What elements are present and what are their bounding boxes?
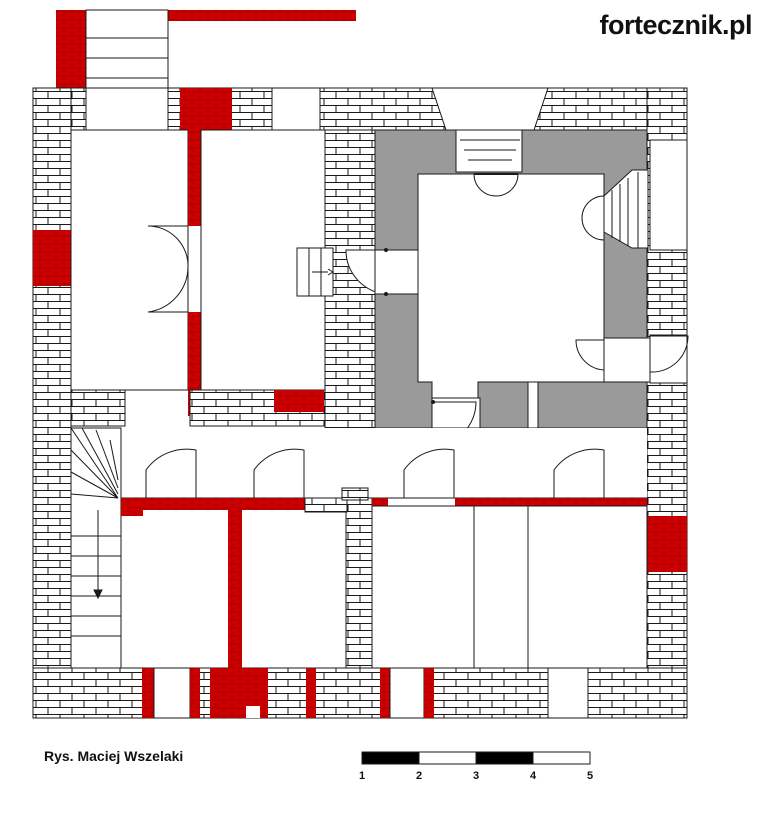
- east-niche-steps: [611, 172, 639, 248]
- south-brick-stub: [304, 497, 348, 513]
- south-red-wall-top: [143, 498, 343, 510]
- niche-door-right: [495, 173, 519, 197]
- south-window-3: [547, 667, 589, 719]
- arch-3: [403, 448, 455, 498]
- south-red-5: [380, 668, 390, 718]
- inner-red-wall: [188, 130, 201, 226]
- south-brick-cap: [341, 487, 369, 501]
- site-logo: fortecznik.pl: [599, 10, 752, 40]
- tower-east-niche: [603, 169, 649, 249]
- south-window-1: [153, 667, 191, 719]
- scale-bar: [361, 751, 591, 765]
- tower-south-opening: [431, 397, 481, 429]
- tower-chamber: [417, 173, 605, 399]
- tower-east-doorway: [603, 337, 651, 383]
- wall-west-lower-stub: [70, 389, 126, 427]
- arch-1: [145, 448, 197, 498]
- south-openings: [142, 667, 589, 719]
- arch-2: [253, 448, 305, 498]
- scale-seg-2: [418, 751, 477, 765]
- scale-tick-5: 5: [586, 770, 594, 782]
- wall-west: [32, 87, 72, 719]
- scale-tick-4: 4: [529, 770, 537, 782]
- west-red-patch: [33, 230, 71, 286]
- tower-south-window: [527, 381, 539, 429]
- east-window-lower: [649, 334, 688, 384]
- north-red-patch: [180, 88, 232, 130]
- east-window-upper: [649, 139, 688, 251]
- south-red-6: [424, 668, 434, 718]
- south-red-4: [306, 668, 316, 718]
- tower-entry-steps: [296, 247, 334, 297]
- top-red-wall: [56, 10, 356, 21]
- north-window: [271, 87, 321, 131]
- arch-4: [553, 448, 605, 498]
- south-gap: [246, 706, 260, 718]
- east-outer-door: [649, 335, 689, 373]
- east-red-patch: [647, 516, 687, 572]
- east-niche-door: [581, 195, 605, 241]
- south-red-pier-1: [228, 510, 242, 668]
- wall-south: [32, 667, 688, 719]
- north-niche-steps: [460, 139, 520, 161]
- grey-tower: [374, 129, 689, 447]
- corridor: [71, 428, 647, 498]
- niche-door-left: [473, 173, 497, 197]
- scale-seg-3: [475, 751, 534, 765]
- drawing-credit: Rys. Maciej Wszelaki: [44, 748, 184, 764]
- top-left-red-pier: [56, 10, 87, 88]
- north-niche: [431, 87, 549, 131]
- south-west-staircase: [70, 427, 122, 669]
- scale-seg-4: [532, 751, 591, 765]
- double-door-lower: [147, 265, 189, 313]
- south-red-1: [142, 668, 154, 718]
- mid-lower-red: [274, 390, 324, 412]
- scale-seg-1: [361, 751, 420, 765]
- scale-tick-3: 3: [472, 770, 480, 782]
- south-red-wall-west: [121, 498, 143, 516]
- south-rooms: [120, 487, 648, 669]
- south-red-east-top: [455, 498, 647, 506]
- east-lower-door: [575, 339, 605, 371]
- scale-tick-2: 2: [415, 770, 423, 782]
- south-red-2: [190, 668, 200, 718]
- scale-tick-1: 1: [358, 770, 366, 782]
- tower-west-doorway: [374, 249, 419, 295]
- south-brick-pier-2: [345, 497, 373, 669]
- south-window-2: [389, 667, 425, 719]
- double-door-upper: [147, 225, 189, 267]
- tower-north-niche: [455, 129, 523, 173]
- north-left-room: [70, 129, 201, 416]
